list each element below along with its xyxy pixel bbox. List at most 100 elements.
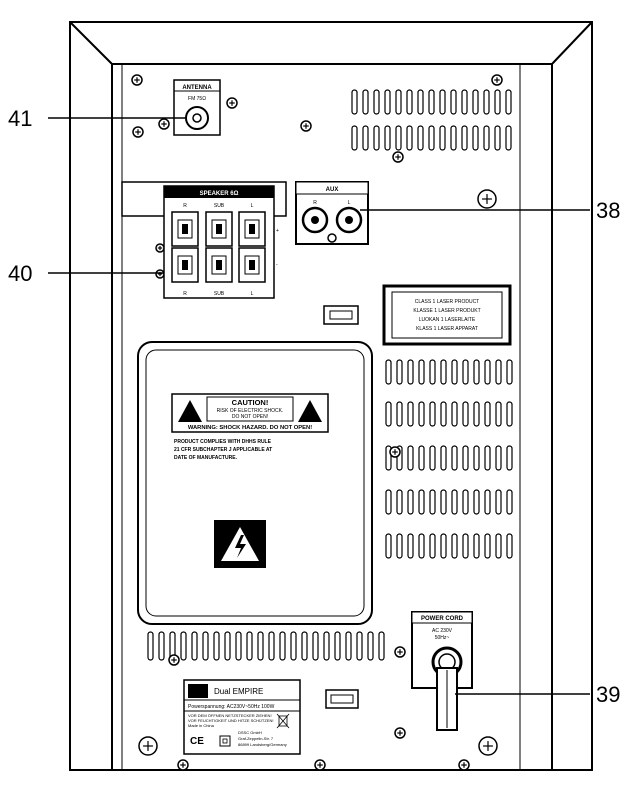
vent-slot-top [483, 125, 490, 151]
caution-title: CAUTION! [232, 398, 269, 407]
speaker-clip [171, 211, 199, 247]
vent-slot-bottom [257, 631, 264, 661]
screw-icon [394, 646, 406, 658]
screw-icon [477, 189, 497, 209]
power-cord-freq: 50Hz~ [435, 635, 450, 641]
vent-slot-top [428, 89, 435, 115]
screw-icon [138, 736, 158, 756]
vent-slot-right [418, 533, 425, 559]
vent-slot-right [407, 401, 414, 427]
vent-slot-top [351, 89, 358, 115]
vent-slot-right [462, 533, 469, 559]
rating-plate: Dual EMPIRE Powerspannung: AC230V~50Hz 1… [183, 679, 301, 755]
vent-slot-right [418, 445, 425, 471]
vent-slot-bottom [323, 631, 330, 661]
aux-l-label: L [348, 200, 351, 206]
vent-slot-top [450, 89, 457, 115]
power-cord-title-box [411, 611, 473, 624]
caution-center-box [206, 396, 294, 422]
vent-slot-right [473, 401, 480, 427]
vent-slot-top [362, 125, 369, 151]
vent-slot-right [418, 489, 425, 515]
tab-upper-slot [329, 310, 353, 320]
antenna-socket-inner [192, 113, 202, 123]
laser-line-2: KLASSE 1 LASER PRODUKT [413, 308, 480, 314]
vent-slot-right [407, 489, 414, 515]
vent-slot-right [418, 401, 425, 427]
vent-slot-top [373, 89, 380, 115]
rating-logo-icon [188, 684, 208, 698]
screw-icon [155, 243, 165, 253]
vent-slot-right [506, 533, 513, 559]
aux-input[interactable]: AUX R L [295, 181, 369, 245]
vent-slot-top [351, 125, 358, 151]
screw-icon [314, 759, 326, 771]
screw-icon [158, 118, 170, 130]
vent-slot-top [472, 89, 479, 115]
vent-slot-right [429, 445, 436, 471]
vent-slot-bottom [213, 631, 220, 661]
cover-inner [145, 349, 365, 617]
rating-ce-mark: CE [190, 736, 204, 747]
callout-38: 38 [596, 198, 620, 223]
vent-slot-right [451, 445, 458, 471]
vent-slot-bottom [279, 631, 286, 661]
screw-icon [300, 120, 312, 132]
vent-slot-right [429, 489, 436, 515]
ventilation-slots [147, 89, 513, 661]
vent-slot-right [484, 401, 491, 427]
vent-slot-right [396, 401, 403, 427]
speaker-bottom-r: R [183, 291, 187, 297]
power-cord[interactable]: POWER CORD AC 230V 50Hz~ [411, 611, 473, 731]
antenna-jack[interactable]: ANTENNA FM 75Ω [173, 79, 221, 136]
vent-slot-right [429, 533, 436, 559]
screw-icon [177, 759, 189, 771]
aux-ground-screw [327, 233, 337, 243]
caution-label: CAUTION! RISK OF ELECTRIC SHOCK. DO NOT … [171, 393, 329, 461]
vent-slot-right [495, 489, 502, 515]
vent-slot-right [462, 489, 469, 515]
vent-slot-bottom [345, 631, 352, 661]
vent-slot-right [407, 359, 414, 385]
vent-slot-top [461, 89, 468, 115]
screw-icon [392, 151, 404, 163]
speaker-plus-label: + [276, 228, 279, 234]
vent-slot-bottom [268, 631, 275, 661]
aux-l-jack-core [345, 216, 353, 224]
vent-slot-right [462, 401, 469, 427]
vent-slot-top [428, 125, 435, 151]
vent-slot-right [484, 359, 491, 385]
vent-slot-bottom [180, 631, 187, 661]
vent-slot-bottom [235, 631, 242, 661]
callout-lines [48, 117, 590, 695]
vent-slot-bottom [367, 631, 374, 661]
vent-slot-top [395, 125, 402, 151]
power-cord-voltage: AC 230V [432, 628, 453, 634]
screw-icon [458, 759, 470, 771]
comply-line-3: DATE OF MANUFACTURE. [174, 455, 238, 461]
vent-slot-right [506, 359, 513, 385]
cabinet-corner-tr [551, 21, 593, 65]
vent-slot-right [473, 489, 480, 515]
vent-slot-bottom [378, 631, 385, 661]
vent-slot-right [451, 401, 458, 427]
speaker-clip [205, 247, 233, 283]
vent-slot-right [418, 359, 425, 385]
vent-slot-right [385, 533, 392, 559]
vent-slot-right [429, 359, 436, 385]
screw-icon [132, 126, 144, 138]
vent-slot-right [440, 401, 447, 427]
vent-slot-right [407, 533, 414, 559]
vent-slot-top [439, 89, 446, 115]
laser-line-1: CLASS 1 LASER PRODUCT [415, 299, 479, 305]
vent-slot-bottom [224, 631, 231, 661]
screw-icon [389, 446, 401, 458]
rating-addr-1: DSSC GmbH [238, 730, 262, 735]
laser-line-4: KLASS 1 LASER APPARAT [416, 326, 478, 332]
vent-slot-bottom [202, 631, 209, 661]
vent-slot-bottom [356, 631, 363, 661]
service-cover [137, 341, 373, 625]
vent-slot-right [462, 445, 469, 471]
speaker-terminals[interactable]: SPEAKER 6Ω R SUB L R SUB L + - [121, 181, 287, 299]
